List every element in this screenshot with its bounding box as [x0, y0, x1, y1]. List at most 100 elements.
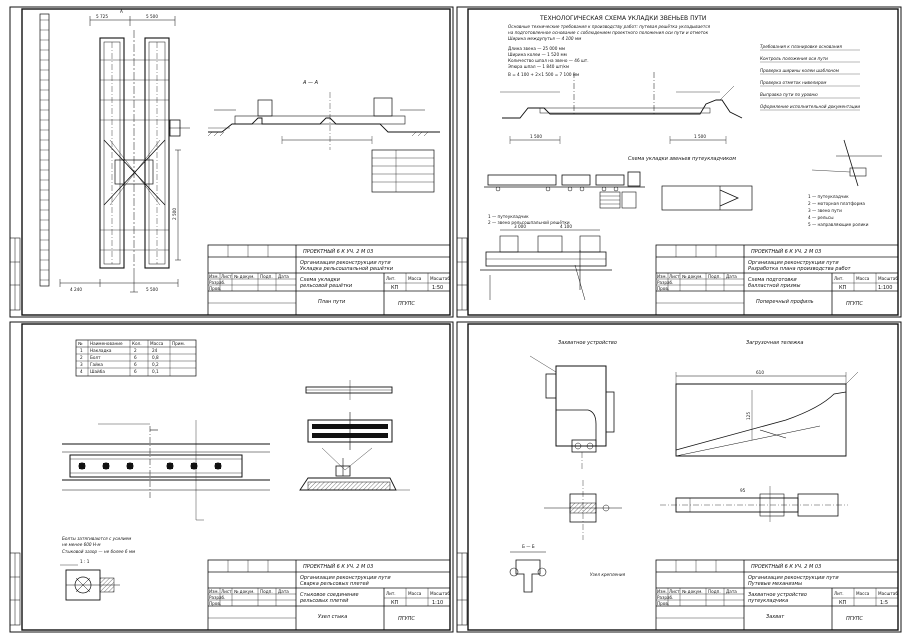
tb3-prov: Пров. [209, 601, 221, 606]
tb2-univ: ПГУПС [846, 301, 863, 307]
tb4-stage: КП [839, 600, 847, 606]
s2-heading: ТЕХНОЛОГИЧЕСКАЯ СХЕМА УКЛАДКИ ЗВЕНЬЕВ ПУ… [539, 15, 706, 22]
sheet4-gripper [509, 355, 622, 593]
s2-formula: В = 4 100 + 2×1 500 = 7 100 мм [508, 72, 579, 77]
tb3-mass: Масса [408, 591, 422, 596]
s2-param-1: Длина звена — 25 000 мм [508, 46, 565, 51]
tb4-sheetname: Захват [766, 614, 785, 620]
sheet1-plan [39, 13, 190, 293]
sheet2-bottom-view [480, 229, 612, 301]
tb1-izm: Изм. [209, 274, 219, 279]
tb1-prov: Пров. [209, 286, 221, 291]
tb3-org-2: Сварка рельсовых плетей [300, 581, 370, 587]
tb4-izm: Изм. [657, 589, 667, 594]
tb2-date: Дата [726, 274, 737, 279]
tb4-univ: ПГУПС [846, 616, 863, 622]
s2-dim-3: 3 000 [514, 224, 526, 229]
s2-side-4: Проверка отметок нивелиром [760, 80, 826, 85]
s3-r4-c1: 4 [80, 369, 83, 374]
s3-r1-c1: 1 [80, 348, 83, 353]
tb2-razrab: Разраб. [657, 280, 673, 285]
tb1-title-1: Схема укладки [300, 277, 341, 283]
s3-note-3: Стыковой зазор — не более 6 мм [62, 549, 135, 554]
tb2-org-1: Организация реконструкции пути [748, 260, 839, 266]
tb1-org-2: Укладка рельсошпальной решётки [300, 266, 394, 272]
s3-r3-c1: 3 [80, 362, 83, 367]
tb4-org-2: Путевые механизмы [748, 581, 802, 587]
s2-sublegend-1: 1 — путеукладчик [488, 214, 529, 219]
sheet4-trolley [660, 371, 859, 522]
s2-dim-1: 1 500 [530, 134, 542, 139]
tb2-doc: № докум. [682, 274, 703, 279]
s4-dim-h: 125 [746, 412, 751, 420]
s3-r3-c4: 0,2 [152, 362, 159, 367]
s3-detail-label: 1 : 1 [80, 559, 90, 564]
tb2-mass: Масса [856, 276, 870, 281]
tb4-doc: № докум. [682, 589, 703, 594]
tb1-code: ПРОЕКТНЫЙ 6 К УЧ. 2 М 03 [303, 248, 373, 255]
tb4-lit: Лит. [834, 591, 844, 596]
tb1-mass: Масса [408, 276, 422, 281]
tb4-scale-h: Масштаб [878, 591, 898, 596]
title-block-1: ПРОЕКТНЫЙ 6 К УЧ. 2 М 03 Организация рек… [207, 244, 451, 316]
tb4-mass: Масса [856, 591, 870, 596]
title-block-2: ПРОЕКТНЫЙ 6 К УЧ. 2 М 03 Организация рек… [655, 244, 899, 316]
tb1-univ: ПГУПС [398, 301, 415, 307]
tb4-title-1: Захватное устройство [748, 592, 807, 598]
tb2-title-1: Схема подготовки [748, 277, 797, 283]
tb3-doc: № докум. [234, 589, 255, 594]
s2-sublegend-2: 2 — звено рельсошпальной решётки [488, 220, 570, 225]
s3-r3-c3: 6 [134, 362, 137, 367]
s2-param-2: Ширина колеи — 1 520 мм [508, 52, 567, 57]
tb2-sign: Подп. [708, 274, 721, 279]
tb4-scale: 1:5 [880, 600, 888, 606]
tb2-stage: КП [839, 285, 847, 291]
tb3-univ: ПГУПС [398, 616, 415, 622]
s2-side-3: Проверка ширины колеи шаблоном [760, 68, 839, 73]
s2-legend-3: 3 — звено пути [808, 208, 842, 213]
tb2-org-2: Разработка плана производства работ [748, 266, 852, 272]
tb4-org-1: Организация реконструкции пути [748, 575, 839, 581]
s1-dim-bottom-right: 5 500 [146, 287, 158, 292]
tb1-lit: Лит. [386, 276, 396, 281]
s2-note-1: Основные технические требования к произв… [508, 24, 711, 29]
tb2-lit: Лит. [834, 276, 844, 281]
s1-section-top: A [120, 9, 123, 14]
s2-side-5: Выправка пути по уровню [760, 92, 818, 97]
s3-note-1: Болты затягиваются с усилием [62, 536, 131, 541]
s4-view-right: Загрузочная тележка [746, 340, 803, 346]
s3-r4-c3: 6 [134, 369, 137, 374]
s3-th-4: Масса [150, 341, 164, 346]
s2-side-1: Требования к планировке основания [760, 44, 842, 49]
tb1-title-2: рельсовой решётки [299, 283, 353, 289]
tb3-date: Дата [278, 589, 289, 594]
s3-r3-c2: Гайка [90, 362, 103, 367]
sheet2-side-list: Требования к планировке основания Контро… [760, 44, 860, 109]
s1-section-label: А — А [302, 80, 319, 86]
s3-r2-c2: Болт [90, 355, 101, 360]
tb3-title-1: Стыковое соединение [300, 592, 359, 598]
tb4-date: Дата [726, 589, 737, 594]
s2-dim-2: 1 500 [694, 134, 706, 139]
s2-legend-1: 1 — путеукладчик [808, 194, 849, 199]
sheet2-legend: 1 — путеукладчик 2 — моторная платформа … [808, 194, 869, 227]
s2-legend-2: 2 — моторная платформа [808, 201, 865, 206]
tb3-org-1: Организация реконструкции пути [300, 575, 391, 581]
s3-r1-c4: 24 [152, 348, 158, 353]
s4-dim-w: 95 [740, 488, 746, 493]
s2-note-3: Ширина междупутья — 4 100 мм [508, 36, 581, 41]
sheet3-section-views [299, 380, 410, 491]
tb3-stage: КП [391, 600, 399, 606]
tb2-list: Лист [669, 274, 680, 279]
s1-dim-right: 5 500 [146, 14, 158, 19]
s1-dim-left: 5 725 [96, 14, 108, 19]
tb3-sheetname: Узел стыка [318, 614, 347, 620]
tb2-prov: Пров. [657, 286, 669, 291]
s3-r2-c4: 0,8 [152, 355, 159, 360]
s3-th-5: Прим. [172, 341, 185, 346]
tb2-code: ПРОЕКТНЫЙ 6 К УЧ. 2 М 03 [751, 248, 821, 255]
tb1-razrab: Разраб. [209, 280, 225, 285]
s3-r2-c3: 6 [134, 355, 137, 360]
tb2-scale: 1:100 [878, 285, 892, 291]
